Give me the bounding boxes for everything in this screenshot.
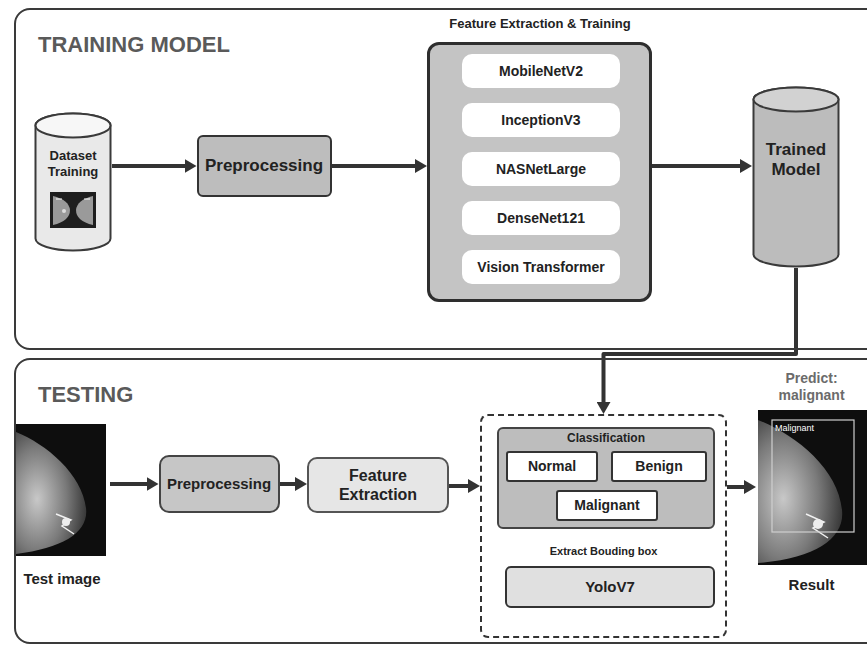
node-text: Extract Bouding box (480, 545, 727, 558)
mammogram-result-image (758, 410, 867, 565)
feature-group-box: Feature Extraction & TrainingMobileNetV2… (427, 42, 652, 302)
model-cylinder: Trained Model (752, 86, 840, 268)
model-box: NASNetLarge (462, 152, 620, 186)
box-text: MobileNetV2 (499, 63, 583, 80)
flow-arrow (652, 164, 743, 168)
flow-arrow (110, 482, 150, 486)
node-text: Feature Extraction & Training (400, 16, 680, 32)
node-text: Trained Model (752, 140, 840, 181)
test-image: Test image (14, 422, 110, 594)
node-text: Classification (497, 431, 715, 445)
process-box: Feature Extraction (307, 457, 449, 513)
model-box: InceptionV3 (462, 103, 620, 137)
flow-arrow (280, 482, 299, 486)
flow-arrow (449, 484, 471, 488)
process-box: Preprocessing (197, 135, 332, 197)
flow-arrow (332, 164, 419, 168)
section-panel: TRAINING MODEL Dataset Training Preproces… (14, 8, 867, 350)
mammogram-image (16, 424, 106, 556)
classification-box: ClassificationNormal BenignMalignant (497, 427, 715, 529)
class-box: Benign (611, 451, 707, 482)
flow-arrow (727, 485, 747, 489)
detector-box: YoloV7 (505, 566, 715, 608)
model-box: Vision Transformer (462, 250, 620, 284)
process-box: Preprocessing (159, 455, 280, 513)
flow-arrow (112, 164, 188, 168)
box-text: Preprocessing (167, 475, 271, 493)
model-box: MobileNetV2 (462, 54, 620, 88)
node-text: Result (756, 576, 867, 594)
box-text: Vision Transformer (477, 259, 604, 276)
node-text: Predict: malignant (756, 370, 867, 404)
box-text: Preprocessing (205, 156, 323, 176)
box-text: DenseNet121 (497, 210, 585, 227)
box-text: Feature Extraction (309, 466, 447, 504)
node-text: TESTING (38, 382, 238, 408)
node-text: TRAINING MODEL (38, 32, 298, 58)
node-text: Dataset Training (34, 148, 112, 179)
box-label: Malignant (775, 423, 814, 434)
dataset-cylinder: Dataset Training (34, 112, 112, 252)
box-text: NASNetLarge (496, 161, 586, 178)
section-panel: TESTING Test image Preprocessing Feature E… (14, 358, 867, 644)
mammogram-thumbnail (50, 192, 96, 228)
class-box: Normal (506, 451, 598, 482)
model-box: DenseNet121 (462, 201, 620, 235)
class-box: Malignant (556, 490, 658, 521)
dashed-group: Extract Bouding box ClassificationNormal B… (480, 414, 727, 638)
result-image: Predict: malignantResult (756, 368, 867, 600)
box-text: InceptionV3 (501, 112, 580, 129)
box-text: YoloV7 (585, 578, 635, 596)
cylinder-outline (34, 112, 112, 252)
node-text: Test image (14, 570, 110, 588)
box-text: Normal (528, 458, 576, 475)
box-text: Benign (635, 458, 682, 475)
box-text: Malignant (574, 497, 639, 514)
